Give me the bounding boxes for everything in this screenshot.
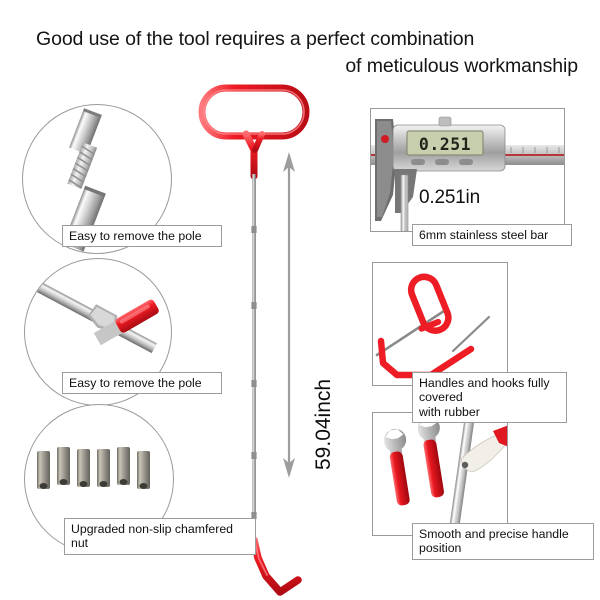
caption-pole-thread-joint: Easy to remove the pole [62,225,222,248]
panel-caliper-measurement: 0.251 0.251in [370,108,565,232]
wrench-2 [417,416,444,498]
digital-caliper-photo: 0.251 [371,116,564,231]
caption-chamfered-nuts: Upgraded non-slip chamfered nut [64,518,256,555]
page-title: Good use of the tool requires a perfect … [0,26,600,80]
dimension-arrow [274,150,304,480]
caption-caliper-measurement: 6mm stainless steel bar [412,224,572,247]
caption-rubber-coated-handles: Handles and hooks fully covered with rub… [412,372,567,424]
red-loop-handle [198,84,310,180]
wrench-1 [384,428,410,506]
panel-handle-position [372,412,508,536]
steel-shaft [251,174,257,542]
caliper-lcd-reading: 0.251 [419,135,471,154]
center-tool-illustration [180,80,380,600]
hand-shape [460,434,507,472]
caliper-value-label: 0.251in [419,187,480,208]
headline-line-1: Good use of the tool requires a perfect … [36,28,475,50]
nut-group [37,447,150,489]
caption-handle-position: Smooth and precise handle position [412,523,594,560]
red-bottom-hook [250,536,302,596]
panel-rubber-coated-handles [372,262,508,386]
tee-handle-joint-photo [25,272,159,354]
dimension-label: 59.04inch [312,378,335,470]
wrenches-and-hand-grip-photo [384,413,507,535]
caption-handle-tee-joint: Easy to remove the pole [62,372,222,395]
headline-line-2: of meticulous workmanship [345,55,578,77]
six-chamfered-nuts-photo [37,447,150,489]
red-rubber-handle-and-hook-illustration [375,273,491,379]
